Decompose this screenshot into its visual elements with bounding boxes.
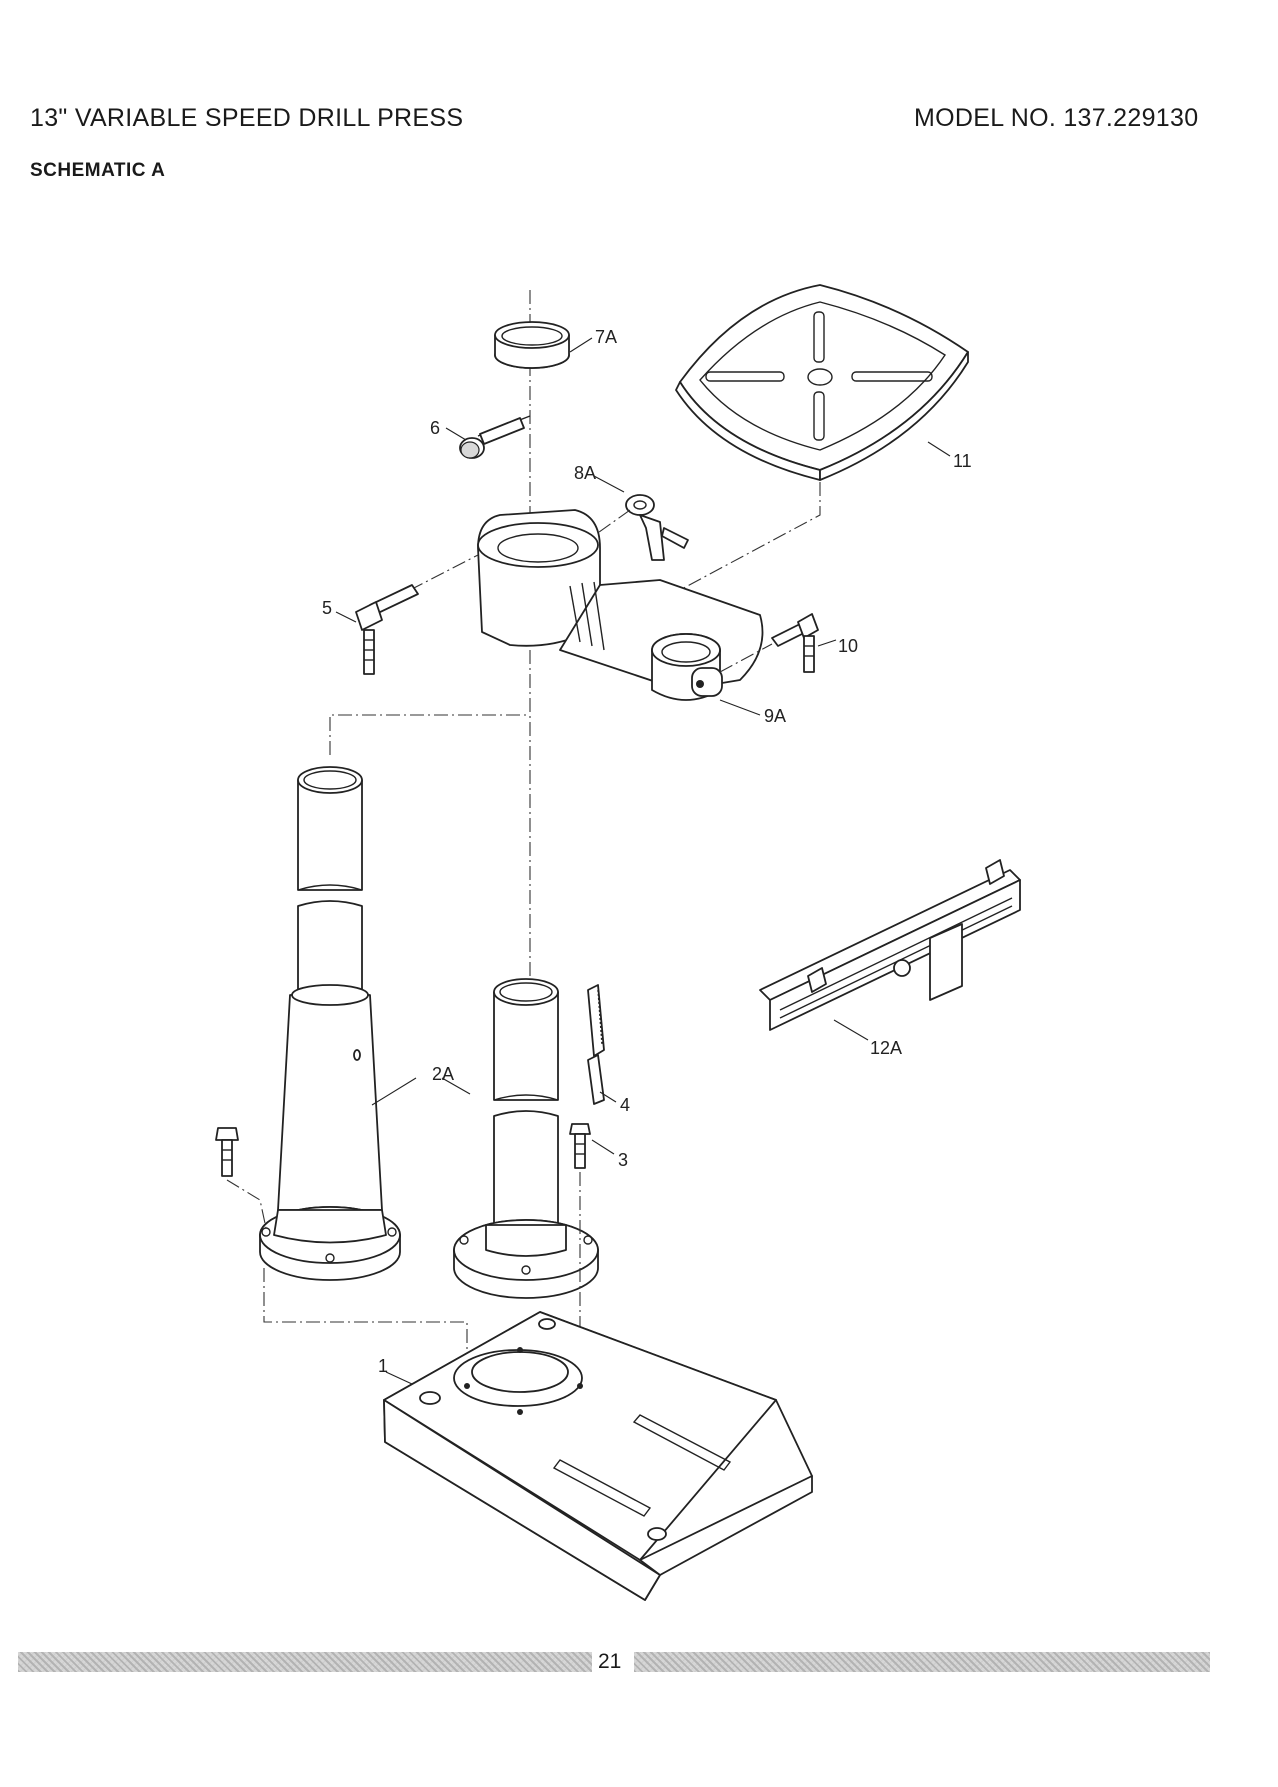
label-8A: 8A: [574, 463, 596, 483]
label-1: 1: [378, 1356, 388, 1376]
footer-bar-left: [18, 1652, 592, 1672]
label-12A: 12A: [870, 1038, 902, 1058]
label-9A: 9A: [764, 706, 786, 726]
label-10: 10: [838, 636, 858, 656]
part-table-11: [676, 285, 968, 480]
label-2A: 2A: [432, 1064, 454, 1084]
part-base-1: [384, 1312, 812, 1600]
part-fence-12A: [760, 860, 1020, 1040]
part-collar-7A: [495, 322, 592, 368]
part-arm-9A: [478, 510, 763, 715]
footer-bar-right: [634, 1652, 1210, 1672]
base-alignment-line: [264, 1268, 467, 1385]
label-5: 5: [322, 598, 332, 618]
part-bolt-5: [336, 555, 478, 674]
page-number: 21: [598, 1650, 621, 1674]
label-3: 3: [618, 1150, 628, 1170]
label-7A: 7A: [595, 327, 617, 347]
label-11: 11: [953, 451, 972, 471]
part-knob-6: [446, 416, 530, 458]
label-6: 6: [430, 418, 440, 438]
part-bolt-left-base: [216, 1128, 266, 1228]
label-4: 4: [620, 1095, 630, 1115]
part-rack-4: [588, 985, 616, 1104]
part-column-2A: [260, 715, 530, 1280]
